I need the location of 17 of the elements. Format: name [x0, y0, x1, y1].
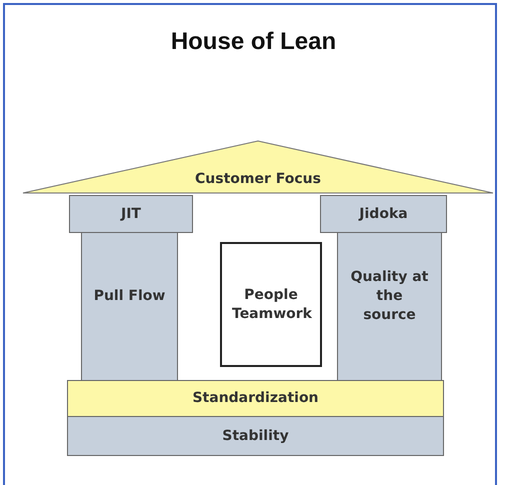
column-capital	[320, 195, 447, 233]
column	[337, 232, 442, 381]
node-label: Quality at the source	[350, 268, 430, 325]
center-box	[220, 242, 322, 367]
column-capital	[69, 195, 193, 233]
node-label: Stability	[222, 426, 289, 446]
node-label: Jidoka	[359, 204, 408, 224]
node-label: JIT	[121, 204, 141, 224]
node-label: People Teamwork	[232, 286, 310, 324]
roof-triangle	[22, 140, 494, 194]
column	[81, 232, 178, 381]
node-label: Pull Flow	[94, 287, 166, 306]
title: House of Lean	[170, 28, 338, 56]
node-label: Standardization	[192, 389, 319, 408]
node-label: Customer Focus	[195, 170, 321, 188]
foundation-band	[67, 416, 444, 456]
foundation-band	[67, 380, 444, 417]
